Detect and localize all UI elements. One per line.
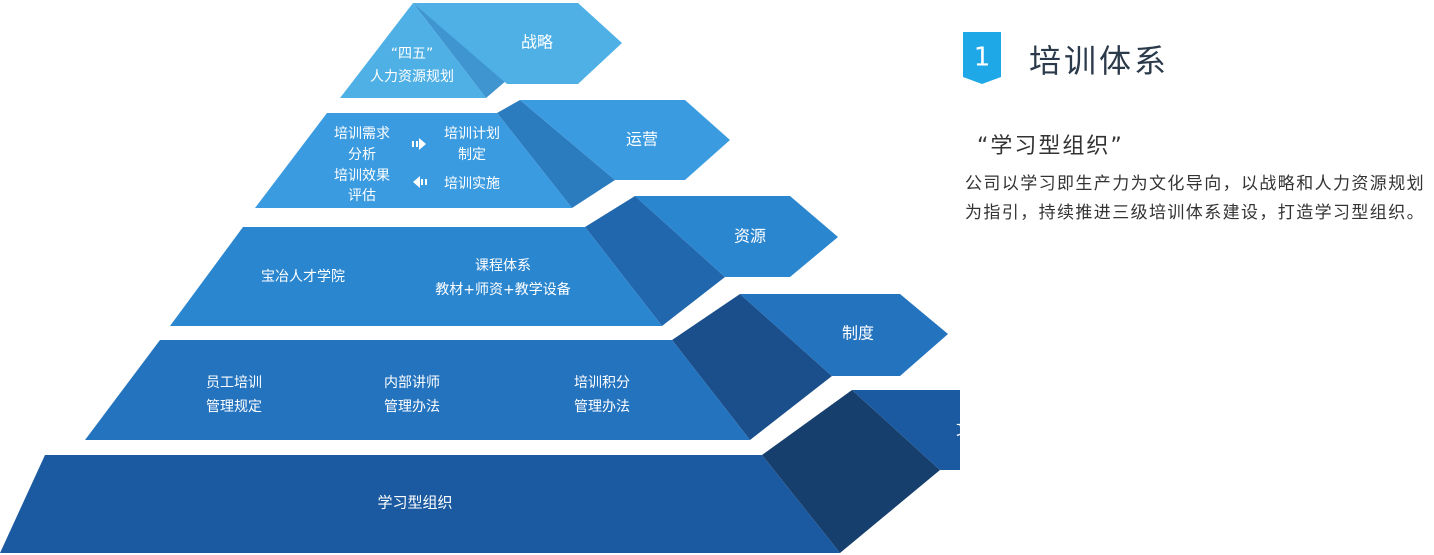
system-item-1-line2: 管理规定 bbox=[206, 399, 262, 415]
tag-strategy-arrow[interactable] bbox=[413, 3, 622, 84]
tier-strategy-front bbox=[340, 3, 486, 98]
system-item-3-line1: 培训积分 bbox=[574, 375, 630, 391]
tier-operation-side bbox=[497, 100, 615, 208]
tier-system-front bbox=[85, 340, 750, 440]
resource-item-courses-line2: 教材+师资+教学设备 bbox=[435, 281, 570, 298]
tier-resource-front bbox=[170, 227, 662, 326]
tier-system: 制度 员工培训 管理规定 内部讲师 管理办法 培训积分 管理办法 bbox=[85, 294, 948, 440]
tier-operation: 运营 培训需求 分析 培训计划 制定 培训效果 评估 培训实施 bbox=[255, 100, 730, 208]
resource-item-academy: 宝冶人才学院 bbox=[261, 269, 345, 285]
system-item-2-line1: 内部讲师 bbox=[384, 375, 440, 391]
tag-operation-label[interactable]: 运营 bbox=[626, 130, 658, 149]
system-item-1-line1: 员工培训 bbox=[206, 375, 262, 391]
strategy-item-line1: “四五” bbox=[391, 46, 434, 62]
arrow-right-icon bbox=[412, 138, 426, 150]
system-item-2-line2: 管理办法 bbox=[384, 399, 440, 415]
resource-item-courses-line1: 课程体系 bbox=[475, 258, 531, 274]
tier-culture: 文化 学习型组织 bbox=[0, 390, 960, 553]
tag-operation-arrow[interactable] bbox=[520, 100, 730, 180]
op-eval-line2: 评估 bbox=[348, 188, 376, 204]
op-needs-line2: 分析 bbox=[348, 147, 376, 163]
training-pyramid-diagram: 文化 学习型组织 制度 员工培训 管理规定 内部讲师 管理办法 培训积分 管理办… bbox=[0, 3, 960, 553]
tier-strategy-side bbox=[413, 3, 507, 98]
tier-operation-front bbox=[255, 113, 572, 208]
system-item-3-line2: 管理办法 bbox=[574, 399, 630, 415]
op-needs-line1: 培训需求 bbox=[334, 126, 390, 142]
tag-strategy-label[interactable]: 战略 bbox=[521, 33, 553, 52]
tag-system-arrow[interactable] bbox=[740, 294, 948, 376]
tier-resource: 资源 宝冶人才学院 课程体系 教材+师资+教学设备 bbox=[170, 196, 838, 326]
arrow-left-icon bbox=[413, 176, 427, 188]
tier-resource-side bbox=[585, 196, 725, 326]
section-description: 公司以学习即生产力为文化导向，以战略和人力资源规划为指引，持续推进三级培训体系建… bbox=[965, 174, 1425, 223]
op-plan-line2: 制定 bbox=[458, 147, 486, 163]
tag-culture-arrow[interactable] bbox=[852, 390, 960, 470]
section-subtitle: “学习型组织” bbox=[977, 134, 1124, 159]
culture-item: 学习型组织 bbox=[377, 494, 452, 512]
op-eval-line1: 培训效果 bbox=[334, 168, 390, 184]
tag-resource-arrow[interactable] bbox=[635, 196, 838, 277]
tier-system-side bbox=[672, 294, 832, 440]
op-exec: 培训实施 bbox=[444, 176, 500, 192]
tier-culture-front bbox=[0, 455, 840, 553]
number-badge: 1 bbox=[963, 32, 1001, 84]
tag-culture-label[interactable]: 文化 bbox=[956, 420, 960, 439]
op-plan-line1: 培训计划 bbox=[444, 126, 500, 142]
tag-resource-label[interactable]: 资源 bbox=[734, 227, 766, 246]
tier-culture-side bbox=[762, 390, 940, 553]
section-title: 培训体系 bbox=[1029, 42, 1170, 80]
tag-system-label[interactable]: 制度 bbox=[842, 324, 874, 343]
badge-number: 1 bbox=[974, 43, 991, 73]
strategy-item-line2: 人力资源规划 bbox=[370, 69, 454, 85]
tier-strategy: 战略 “四五” 人力资源规划 bbox=[340, 3, 622, 98]
